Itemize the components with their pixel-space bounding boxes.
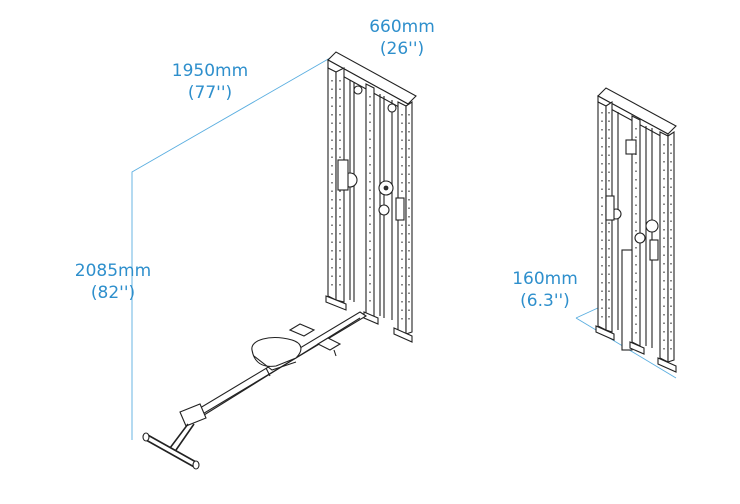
width-dimension-label: 660mm (26'') <box>367 16 437 60</box>
rower-seat <box>251 337 302 377</box>
height-guide-line <box>131 57 331 440</box>
main-unit <box>142 51 417 470</box>
main-base-left <box>325 295 347 311</box>
folded-depth-imperial: (6.3'') <box>520 291 570 311</box>
folded-pulleys <box>605 195 659 261</box>
folded-depth-dimension-label: 160mm (6.3'') <box>508 268 582 312</box>
height-imperial: (82'') <box>90 283 136 303</box>
folded-depth-metric: 160mm <box>512 269 578 289</box>
main-left-upright <box>327 67 337 301</box>
folded-rower-rail <box>621 249 633 351</box>
folded-left-upright <box>597 101 607 331</box>
rower-footpad-left <box>288 323 316 337</box>
depth-dimension-label: 1950mm (77'') <box>168 60 252 104</box>
folded-hole-pattern <box>601 112 672 354</box>
main-hole-pattern <box>331 80 410 324</box>
rower-foot-bar <box>145 433 197 463</box>
height-metric: 2085mm <box>74 261 152 281</box>
folded-depth-guide-tick <box>575 306 601 319</box>
main-middle-upright <box>365 83 375 319</box>
depth-imperial: (77'') <box>187 83 233 103</box>
rower-rail-end-block <box>179 403 207 427</box>
rower-footpad-right <box>316 337 342 351</box>
main-pulleys <box>337 85 405 221</box>
folded-cables <box>617 112 653 348</box>
height-dimension-label: 2085mm (82'') <box>66 260 160 304</box>
rower-rail <box>142 311 368 470</box>
width-imperial: (26'') <box>379 39 425 59</box>
folded-unit <box>595 87 677 373</box>
width-metric: 660mm <box>369 17 435 37</box>
main-base-right <box>393 327 413 343</box>
depth-metric: 1950mm <box>171 61 249 81</box>
